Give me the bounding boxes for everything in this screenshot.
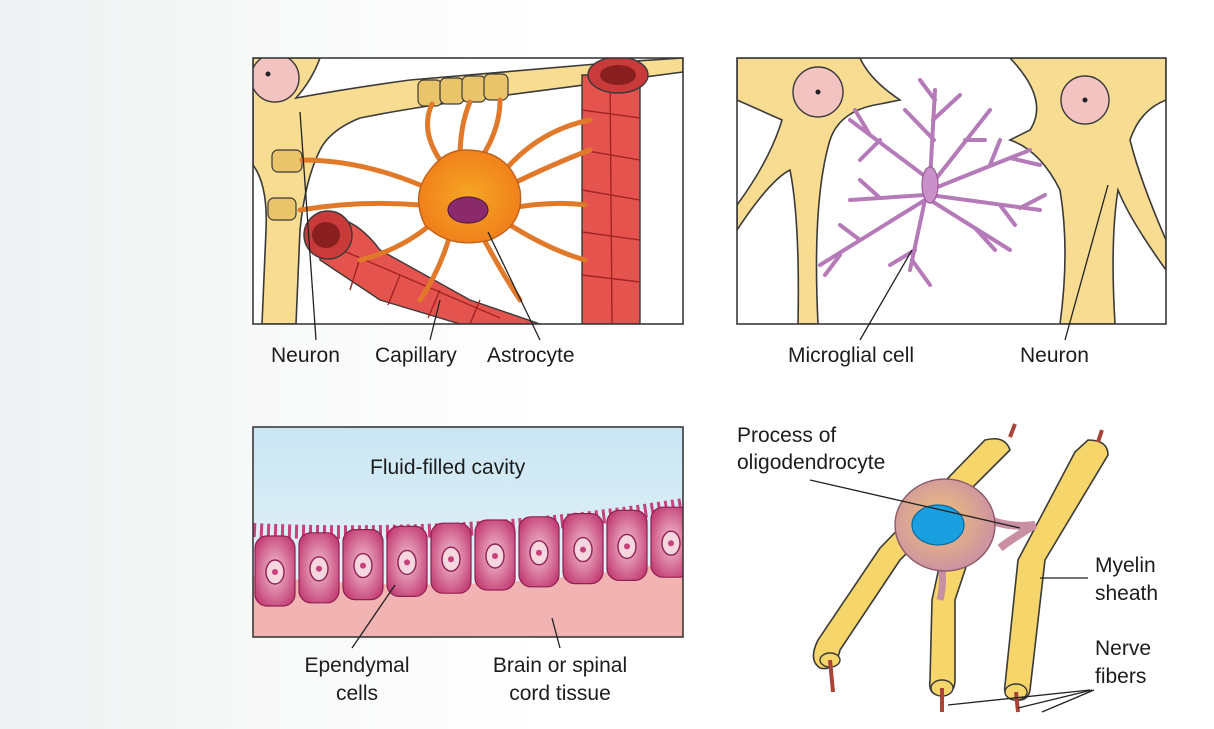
ependymal-cell bbox=[607, 510, 647, 580]
capillary-vertical bbox=[582, 57, 648, 324]
label-neuron-astro: Neuron bbox=[271, 343, 340, 369]
label-nerve-line1: Nerve bbox=[1095, 636, 1151, 662]
label-neuron-microglia: Neuron bbox=[1020, 343, 1089, 369]
label-microglial-cell: Microglial cell bbox=[788, 343, 914, 369]
label-process-line2: oligodendrocyte bbox=[737, 450, 885, 476]
astrocyte-panel bbox=[251, 54, 683, 340]
astrocyte-panel-nucleolus bbox=[266, 72, 271, 77]
ependymal-cell bbox=[651, 507, 691, 577]
label-capillary: Capillary bbox=[375, 343, 457, 369]
oligodendrocyte-nucleus bbox=[912, 505, 964, 545]
ependymal-cell bbox=[519, 517, 559, 587]
astrocyte-nucleus bbox=[448, 197, 488, 223]
ependymal-cell bbox=[387, 526, 427, 596]
ependymal-cell bbox=[255, 536, 295, 606]
ependymal-cell bbox=[299, 533, 339, 603]
label-process-line1: Process of bbox=[737, 423, 836, 449]
ependymal-cell bbox=[343, 530, 383, 600]
ependymal-cell bbox=[563, 514, 603, 584]
microglia-body bbox=[922, 167, 938, 203]
ependymal-cell bbox=[431, 523, 471, 593]
label-tissue-line1: Brain or spinal bbox=[470, 653, 650, 679]
label-myelin-line2: sheath bbox=[1095, 581, 1158, 607]
label-astrocyte: Astrocyte bbox=[487, 343, 575, 369]
label-fluid-cavity: Fluid-filled cavity bbox=[370, 455, 525, 481]
oligodendrocyte-cell bbox=[895, 479, 1035, 600]
myelinated-fiber-right bbox=[1005, 430, 1108, 712]
label-ependymal-line1: Ependymal bbox=[292, 653, 422, 679]
label-myelin-line1: Myelin bbox=[1095, 553, 1156, 579]
microglia-panel bbox=[737, 58, 1166, 340]
label-nerve-line2: fibers bbox=[1095, 664, 1146, 690]
label-ependymal-line2: cells bbox=[292, 681, 422, 707]
label-tissue-line2: cord tissue bbox=[470, 681, 650, 707]
astrocyte-panel-neuron-nucleus bbox=[251, 54, 299, 102]
ependymal-cell bbox=[475, 520, 515, 590]
